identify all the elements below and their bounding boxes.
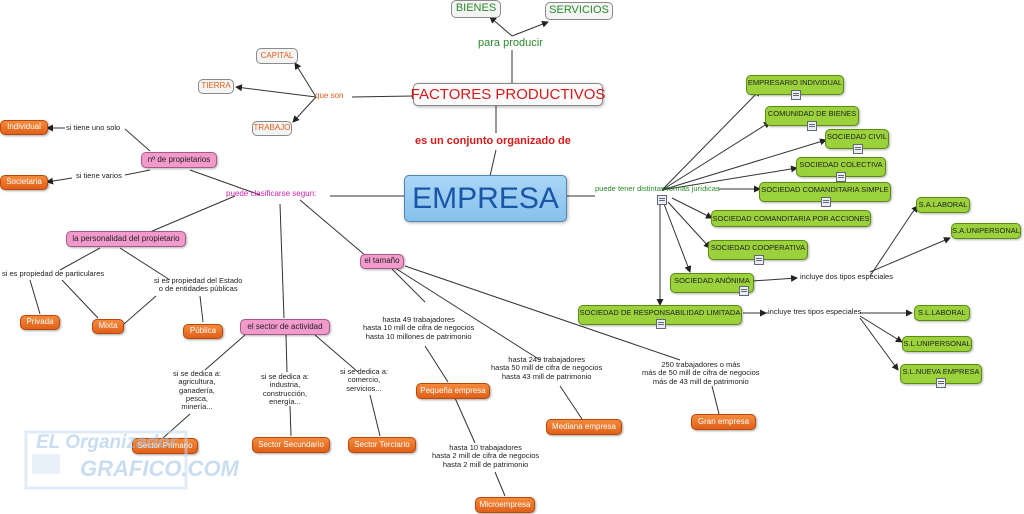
- document-icon: [656, 319, 666, 329]
- link-249-trabajadores: hasta 249 trabajadores hasta 50 mill de …: [491, 355, 603, 381]
- link-agricultura: si se dedica a: agricultura, ganadería, …: [173, 369, 221, 411]
- propietarios-node: nº de propietarios: [141, 152, 217, 168]
- empresa-node: EMPRESA: [404, 175, 567, 222]
- document-icon: [657, 195, 667, 205]
- link-formas-juridicas: puede tener distintas formas jurídicas: [595, 184, 720, 193]
- link-250-trabajadores: 250 trabajadores o más más de 50 mill de…: [642, 360, 760, 386]
- sector-primario-node: Sector Primario: [132, 438, 198, 454]
- link-49-trabajadores: hasta 49 trabajadores hasta 10 mill de c…: [363, 315, 475, 341]
- watermark-logo: EL Organizador GRAFICO.COM: [24, 430, 239, 492]
- sl-unipersonal-node: S.L.UNIPERSONAL: [902, 336, 972, 352]
- trabajo-node: TRABAJO: [252, 121, 292, 136]
- sector-terciario-node: Sector Terciario: [348, 437, 416, 453]
- link-10-trabajadores: hasta 10 trabajadores hasta 2 mill de ci…: [432, 443, 540, 469]
- watermark-line1: EL Organizador: [36, 432, 178, 453]
- sociedad-anonima-node: SOCIEDAD ANÓNIMA: [670, 273, 754, 293]
- sociedad-comanditaria-simple-label: SOCIEDAD COMANDITARIA SIMPLE: [761, 185, 889, 194]
- bienes-node: BIENES: [451, 0, 501, 18]
- document-icon: [739, 286, 749, 296]
- individual-node: Individual: [0, 120, 48, 135]
- capital-node: CAPITAL: [256, 48, 298, 64]
- sl-laboral-node: S.L.LABORAL: [914, 305, 970, 321]
- link-que-son: que son: [315, 91, 344, 100]
- factores-productivos-node: FACTORES PRODUCTIVOS: [411, 83, 605, 106]
- document-icon: [821, 197, 831, 207]
- link-estado: si es propiedad del Estado o de entidade…: [154, 276, 243, 294]
- link-conjunto-organizado: es un conjunto organizado de: [415, 135, 571, 147]
- document-icon: [936, 378, 946, 388]
- link-comercio: si se dedica a: comercio, servicios...: [340, 367, 388, 393]
- comunidad-bienes-label: COMUNIDAD DE BIENES: [767, 109, 857, 118]
- microempresa-node: Microempresa: [475, 497, 535, 513]
- document-icon: [836, 172, 846, 182]
- link-tres-tipos: incluye tres tipos especiales: [768, 307, 862, 316]
- tierra-node: TIERRA: [198, 79, 234, 94]
- sector-secundario-node: Sector Secundario: [252, 437, 330, 453]
- mediana-empresa-node: Mediana empresa: [546, 419, 622, 435]
- sa-laboral-node: S.A.LABORAL: [916, 197, 970, 213]
- link-particulares: si es propiedad de particulares: [2, 269, 105, 278]
- sa-unipersonal-node: S.A.UNIPERSONAL: [951, 223, 1021, 239]
- sociedad-civil-label: SOCIEDAD CIVIL: [826, 132, 887, 141]
- privada-node: Privada: [20, 315, 60, 330]
- gran-empresa-node: Gran empresa: [691, 414, 756, 430]
- document-icon: [754, 255, 764, 265]
- document-icon: [853, 144, 863, 154]
- link-clasificarse: puede clasificarse segun:: [226, 189, 317, 198]
- link-dos-tipos: incluye dos tipos especiales: [800, 272, 893, 281]
- publica-node: Pública: [183, 324, 223, 339]
- document-icon: [791, 90, 801, 100]
- sociedad-comanditaria-acciones-node: SOCIEDAD COMANDITARIA POR ACCIONES: [711, 210, 871, 227]
- sociedad-limitada-label: SOCIEDAD DE RESPONSABILIDAD LIMITADA: [579, 308, 741, 317]
- sociedad-colectiva-label: SOCIEDAD COLECTIVA: [799, 160, 883, 169]
- empresario-individual-label: EMPRESARIO INDIVIDUAL: [747, 78, 843, 87]
- sector-node: el sector de actividad: [240, 319, 330, 335]
- link-para-producir: para producir: [478, 37, 543, 49]
- sl-nueva-empresa-label: S.L.NUEVA EMPRESA: [902, 367, 980, 376]
- mixta-node: Mixta: [92, 319, 124, 334]
- tamano-node: el tamaño: [360, 254, 404, 269]
- link-tiene-varios: si tiene varios: [76, 171, 122, 180]
- societaria-node: Societaria: [0, 175, 48, 190]
- servicios-node: SERVICIOS: [545, 2, 613, 20]
- link-industria: si se dedica a: industria, construcción,…: [261, 372, 309, 406]
- personalidad-node: la personalidad del propietario: [66, 231, 186, 247]
- document-icon: [807, 121, 817, 131]
- pequena-empresa-node: Pequeña empresa: [416, 383, 490, 399]
- sociedad-anonima-label: SOCIEDAD ANÓNIMA: [674, 276, 750, 285]
- sociedad-cooperativa-label: SOCIEDAD COOPERATIVA: [710, 243, 806, 252]
- link-tiene-uno: si tiene uno solo: [66, 123, 121, 132]
- watermark-line2: GRAFICO.COM: [80, 456, 239, 481]
